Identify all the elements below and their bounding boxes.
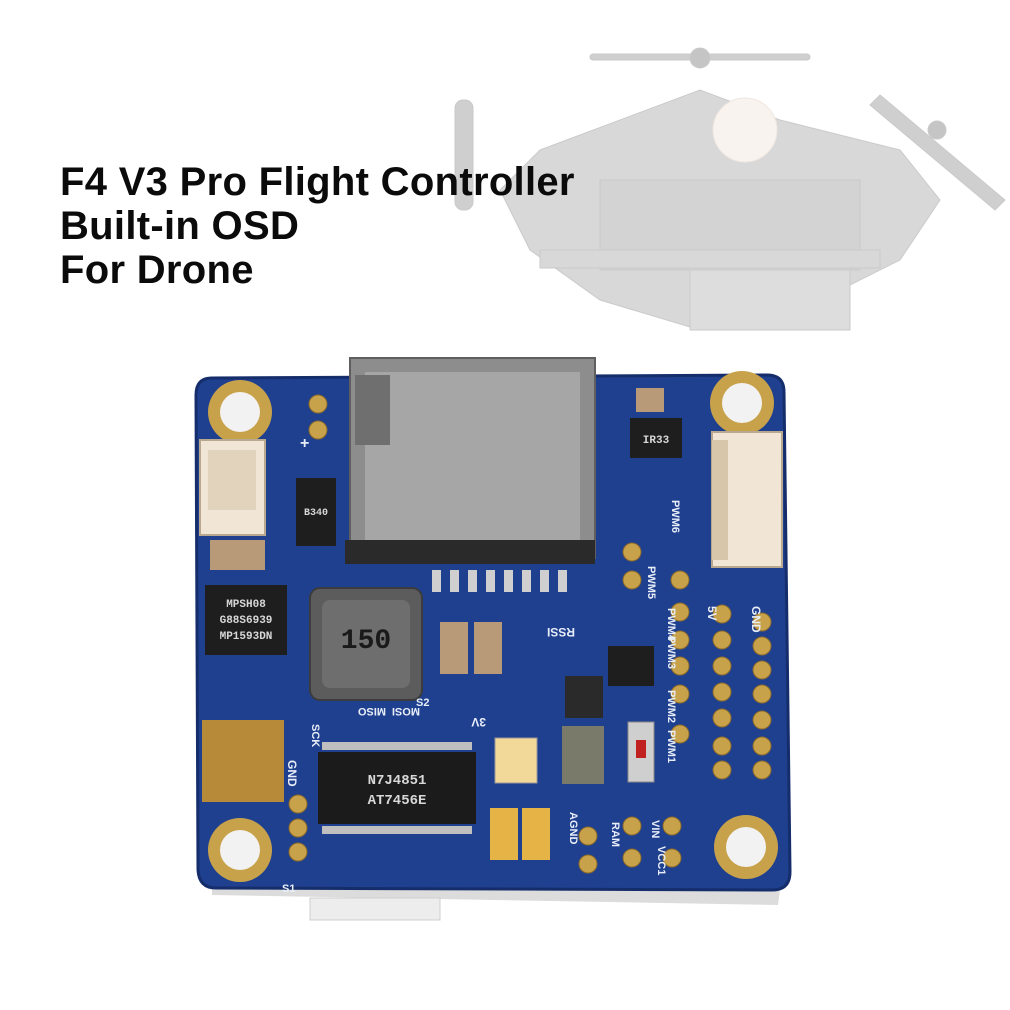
silk-pwm6: PWM6	[669, 500, 681, 533]
chip-mp-text-2: G88S6939	[220, 615, 273, 627]
product-title: F4 V3 Pro Flight Controller Built-in OSD…	[60, 160, 575, 292]
silk-sck: SCK	[309, 724, 321, 747]
silk-gnd-left: GND	[285, 760, 299, 787]
diode-label: B340	[304, 508, 328, 519]
gnd-pad	[202, 720, 284, 802]
propeller-top	[589, 53, 811, 61]
silk-5v-1: 5V	[705, 606, 719, 621]
silk-pwm5: PWM5	[645, 566, 657, 599]
mounting-hole-top-left	[208, 380, 272, 444]
ir-ic: IR33	[630, 418, 682, 458]
silk-pwm1: PWM1	[665, 730, 677, 763]
propeller-right	[869, 94, 1006, 211]
chip-osd-text-2: AT7456E	[368, 793, 427, 809]
silk-s1: S1	[282, 883, 295, 895]
voltage-regulator-chip: MPSH08 G88S6939 MP1593DN	[205, 585, 287, 655]
silk-gnd-1: GND	[749, 606, 763, 633]
silkscreen-labels: GND 5V PWM4 PWM3 PWM2 PWM1 PWM5 PWM6 RSS…	[282, 435, 763, 895]
chip-mp-text-1: MPSH08	[226, 599, 266, 611]
silk-vin: VIN	[649, 820, 661, 838]
title-line-1: F4 V3 Pro Flight Controller	[60, 160, 575, 204]
silk-pwm4: PWM4	[665, 608, 677, 642]
silk-rssi: RSSI	[547, 625, 575, 639]
pin-pads	[288, 394, 772, 874]
drone-camera	[712, 97, 778, 163]
mounting-hole-bottom-left	[208, 818, 272, 882]
capacitors	[210, 388, 664, 860]
chip-mp-text-3: MP1593DN	[220, 631, 273, 643]
silk-3v: 3V	[471, 715, 486, 729]
mounting-hole-bottom-right	[714, 815, 778, 879]
silk-pwm3: PWM3	[665, 636, 677, 669]
silk-ram: RAM	[609, 822, 621, 847]
inductor: 150	[309, 587, 423, 701]
silk-mosi: MOSI	[392, 705, 420, 717]
silk-miso: MISO	[357, 705, 386, 717]
bottom-connector	[309, 897, 441, 921]
ic-label: IR33	[643, 435, 670, 447]
connector-left	[199, 439, 266, 536]
flight-controller-board: 150 MPSH08 G88S6939 MP1593DN N7J4851 AT7…	[194, 357, 792, 895]
silk-vcc1: VCC1	[655, 846, 667, 875]
schottky-diode: B340	[296, 478, 336, 546]
mounting-hole-top-right	[710, 371, 774, 435]
sd-card-pins	[432, 570, 567, 592]
title-line-3: For Drone	[60, 248, 254, 292]
title-line-2: Built-in OSD	[60, 204, 300, 248]
osd-chip: N7J4851 AT7456E	[318, 742, 476, 834]
propeller-left	[454, 99, 474, 211]
drone-illustration	[454, 47, 1006, 331]
chip-osd-text-1: N7J4851	[368, 773, 427, 789]
silk-plus: +	[300, 435, 309, 452]
connector-right	[711, 431, 783, 568]
silk-s2: S2	[416, 697, 429, 709]
silk-agnd: AGND	[567, 812, 579, 844]
silk-pwm2: PWM2	[665, 690, 677, 723]
sd-card-slot	[345, 357, 596, 564]
inductor-label: 150	[341, 626, 391, 657]
